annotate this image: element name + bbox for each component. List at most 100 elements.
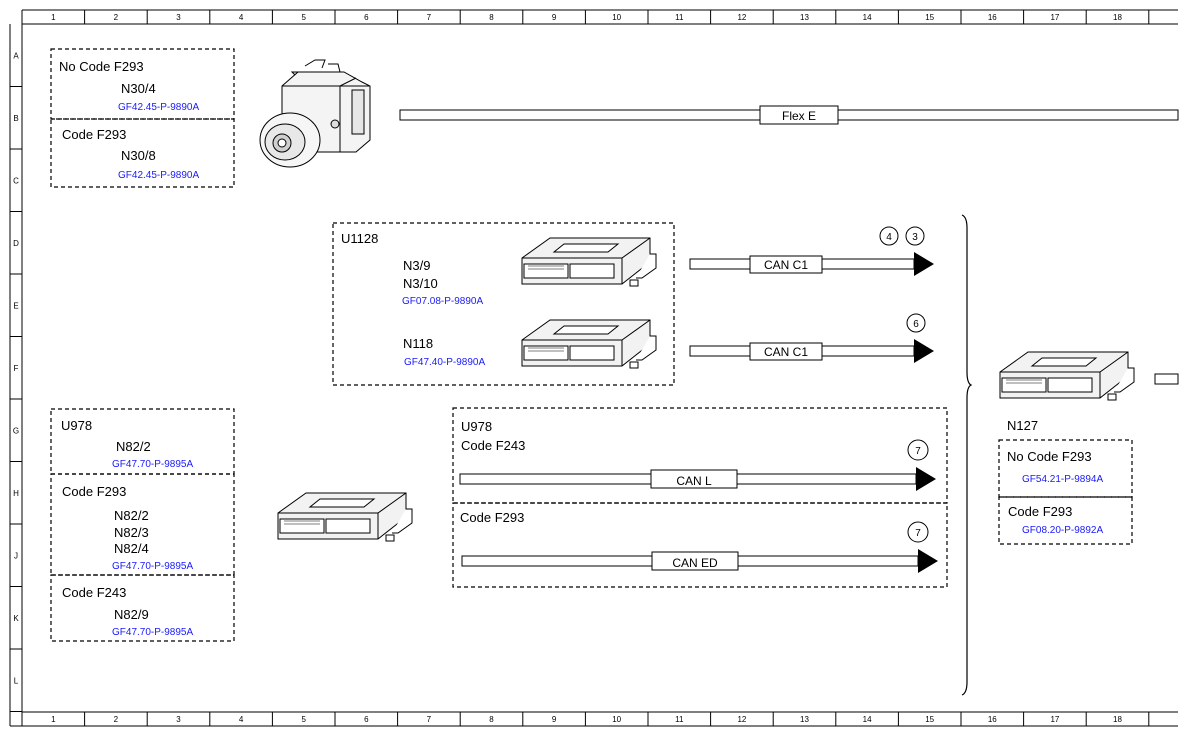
flex-e-label: Flex E (782, 109, 816, 123)
column-number: 16 (988, 13, 997, 22)
n127-bus-stub (1154, 373, 1179, 385)
column-number: 15 (925, 715, 934, 724)
can-ed-label: CAN ED (672, 556, 718, 570)
column-number: 18 (1113, 715, 1122, 724)
column-number: 15 (925, 13, 934, 22)
ref-link-n118[interactable]: GF47.40-P-9890A (404, 357, 485, 368)
column-number: 10 (612, 13, 621, 22)
column-number: 6 (364, 13, 369, 22)
part-n82-4: N82/4 (114, 541, 149, 556)
column-number: 11 (675, 13, 684, 22)
part-n82-2-g1: N82/2 (116, 439, 151, 454)
row-letter: J (14, 551, 18, 560)
column-number: 5 (301, 13, 306, 22)
can-c1-upper-bus: CAN C1 4 3 (689, 226, 934, 276)
row-letter: K (13, 614, 19, 623)
part-n3-9: N3/9 (403, 258, 430, 273)
column-number: 9 (552, 715, 557, 724)
connector-ref-4: 4 (886, 232, 892, 243)
can-c1-lower-label: CAN C1 (764, 345, 808, 359)
column-number: 2 (114, 13, 119, 22)
row-letter: E (13, 301, 18, 310)
ref-link-abs-code[interactable]: GF42.45-P-9890A (118, 170, 199, 181)
row-letter: B (13, 114, 18, 123)
column-number: 11 (675, 715, 684, 724)
code-f293-right-label: Code F293 (460, 510, 524, 525)
row-letter: D (13, 239, 19, 248)
column-number: 13 (800, 13, 809, 22)
row-letter: L (14, 676, 19, 685)
control-unit-n127-illustration (999, 351, 1135, 401)
part-n30-4: N30/4 (121, 81, 156, 96)
ref-link-u978-g1[interactable]: GF47.70-P-9895A (112, 459, 193, 470)
u1128-group: U1128 N3/9 N3/10 GF07.08-P-9890A N118 GF… (332, 222, 675, 386)
code-f293-left-label: Code F293 (62, 484, 126, 499)
part-n118: N118 (403, 336, 433, 351)
can-ed-bus: CAN ED 7 (461, 521, 938, 573)
connector-ref-7-can-ed: 7 (915, 528, 921, 539)
part-n82-3: N82/3 (114, 525, 149, 540)
column-number: 16 (988, 715, 997, 724)
row-letter: A (13, 51, 19, 60)
column-number: 6 (364, 715, 369, 724)
ref-link-n127-code[interactable]: GF08.20-P-9892A (1022, 525, 1103, 536)
column-number: 3 (176, 715, 181, 724)
n127-group: N127 No Code F293 GF54.21-P-9894A Code F… (998, 418, 1133, 545)
ref-link-n127-no-code[interactable]: GF54.21-P-9894A (1022, 474, 1103, 485)
n127-title: N127 (1007, 418, 1038, 433)
column-number: 5 (301, 715, 306, 724)
ref-link-abs-no-code[interactable]: GF42.45-P-9890A (118, 102, 199, 113)
grouping-brace (961, 214, 973, 696)
part-n82-9: N82/9 (114, 607, 149, 622)
control-unit-n3-illustration (521, 237, 657, 287)
can-c1-lower-bus: CAN C1 6 (689, 313, 934, 363)
can-c1-upper-label: CAN C1 (764, 258, 808, 272)
connector-ref-6: 6 (913, 319, 919, 330)
connector-ref-3: 3 (912, 232, 918, 243)
column-number: 1 (51, 13, 56, 22)
flex-e-bus: Flex E (399, 105, 1179, 125)
row-letter: G (13, 426, 19, 435)
control-unit-n118-illustration (521, 319, 657, 369)
can-l-label: CAN L (676, 474, 712, 488)
u978-right-title: U978 (461, 419, 492, 434)
column-number: 9 (552, 13, 557, 22)
ref-link-u1128-upper[interactable]: GF07.08-P-9890A (402, 296, 483, 307)
connector-ref-7-can-l: 7 (915, 446, 921, 457)
u978-left-title: U978 (61, 418, 92, 433)
row-letter: F (14, 364, 19, 373)
ref-link-u978-g3[interactable]: GF47.70-P-9895A (112, 627, 193, 638)
code-f293-label: Code F293 (62, 127, 126, 142)
part-n3-10: N3/10 (403, 276, 438, 291)
column-number: 12 (737, 715, 746, 724)
column-number: 13 (800, 715, 809, 724)
column-number: 4 (239, 715, 244, 724)
column-number: 3 (176, 13, 181, 22)
abs-unit-illustration (259, 59, 371, 168)
part-n30-8: N30/8 (121, 148, 156, 163)
control-unit-n82-illustration (277, 492, 413, 542)
column-number: 7 (427, 13, 432, 22)
column-number: 14 (863, 13, 872, 22)
part-n82-2-g2: N82/2 (114, 508, 149, 523)
ref-link-u978-g2[interactable]: GF47.70-P-9895A (112, 561, 193, 572)
frame (9, 9, 1178, 727)
code-f243-right-label: Code F243 (461, 438, 525, 453)
row-letter: H (13, 489, 19, 498)
u978-left-group: U978 N82/2 GF47.70-P-9895A Code F293 N82… (50, 408, 235, 642)
column-number: 8 (489, 13, 494, 22)
column-ruler: 1122334455667788991010111112121313141415… (51, 10, 1150, 726)
can-l-bus: CAN L 7 (459, 439, 936, 491)
column-number: 12 (737, 13, 746, 22)
no-code-f293-label: No Code F293 (59, 59, 144, 74)
column-number: 10 (612, 715, 621, 724)
n127-code-label: Code F293 (1008, 504, 1072, 519)
abs-code-group: No Code F293 N30/4 GF42.45-P-9890A Code … (50, 48, 235, 188)
n127-no-code-label: No Code F293 (1007, 449, 1092, 464)
code-f243-left-label: Code F243 (62, 585, 126, 600)
column-number: 1 (51, 715, 56, 724)
column-number: 8 (489, 715, 494, 724)
column-number: 7 (427, 715, 432, 724)
